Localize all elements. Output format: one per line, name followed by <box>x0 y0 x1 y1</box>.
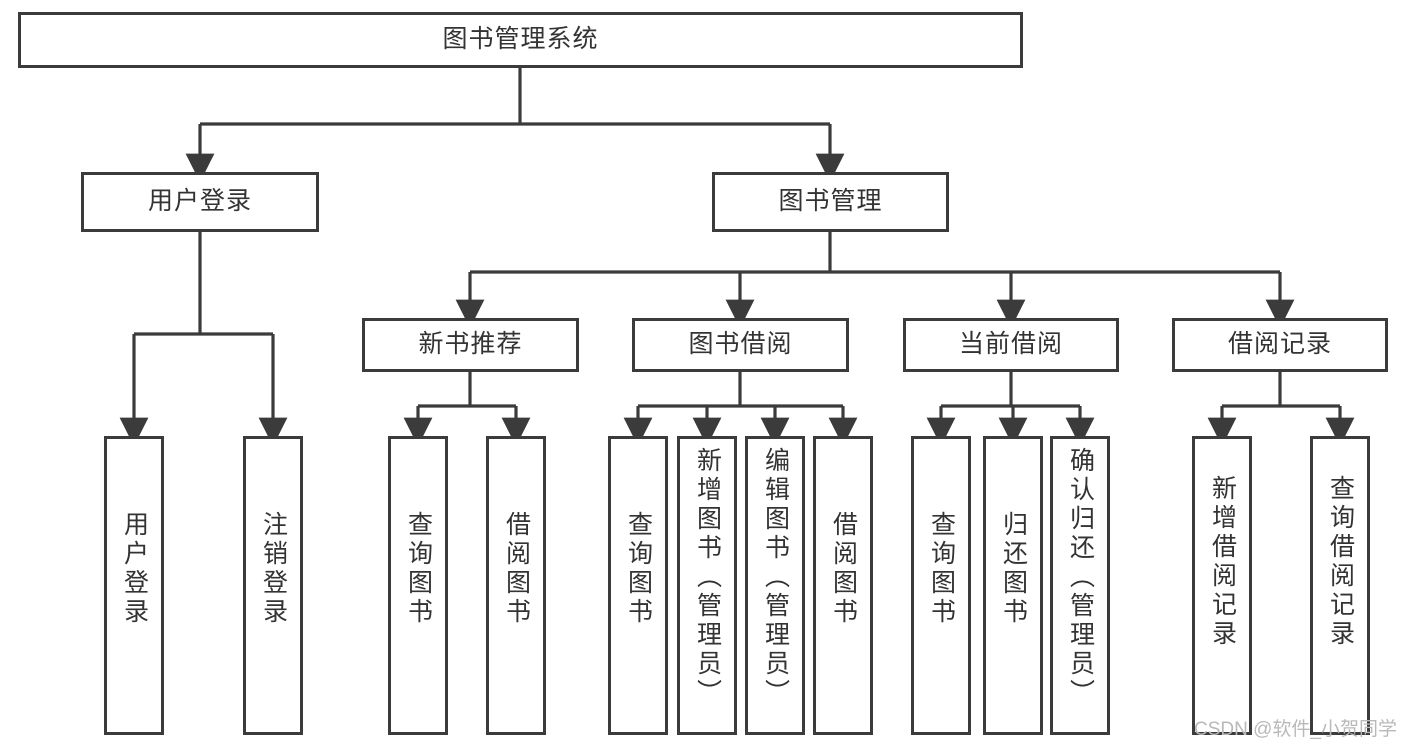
node-book-borrow[interactable]: 图书借阅 <box>632 318 849 372</box>
node-leaf-confirm-return-admin-label: 确认归还（管理员） <box>1066 447 1095 708</box>
node-leaf-edit-book-admin-label: 编辑图书（管理员） <box>761 447 790 708</box>
node-current-borrow[interactable]: 当前借阅 <box>903 318 1119 372</box>
node-leaf-query-books-recommend-label: 查询图书 <box>404 511 433 627</box>
node-leaf-query-books-borrow[interactable]: 查询图书 <box>608 436 668 735</box>
node-leaf-add-borrow-record[interactable]: 新增借阅记录 <box>1192 436 1252 735</box>
node-leaf-confirm-return-admin[interactable]: 确认归还（管理员） <box>1050 436 1110 735</box>
node-leaf-borrow-book[interactable]: 借阅图书 <box>813 436 873 735</box>
node-borrow-records[interactable]: 借阅记录 <box>1172 318 1388 372</box>
node-leaf-query-books-borrow-label: 查询图书 <box>624 511 653 627</box>
node-leaf-query-books-recommend[interactable]: 查询图书 <box>388 436 448 735</box>
node-leaf-logout[interactable]: 注销登录 <box>243 436 303 735</box>
node-book-borrow-label: 图书借阅 <box>688 330 793 359</box>
node-book-management[interactable]: 图书管理 <box>712 172 949 232</box>
node-root[interactable]: 图书管理系统 <box>18 12 1023 68</box>
node-root-label: 图书管理系统 <box>442 25 599 54</box>
node-leaf-add-book-admin-label: 新增图书（管理员） <box>693 447 722 708</box>
node-new-book-recommend-label: 新书推荐 <box>418 330 523 359</box>
node-user-login-label: 用户登录 <box>147 187 252 216</box>
node-leaf-query-borrow-record[interactable]: 查询借阅记录 <box>1310 436 1370 735</box>
node-leaf-borrow-books-recommend[interactable]: 借阅图书 <box>486 436 546 735</box>
node-leaf-borrow-books-recommend-label: 借阅图书 <box>502 511 531 627</box>
node-leaf-add-borrow-record-label: 新增借阅记录 <box>1208 475 1237 649</box>
node-current-borrow-label: 当前借阅 <box>958 330 1063 359</box>
node-leaf-query-books-current[interactable]: 查询图书 <box>911 436 971 735</box>
node-leaf-add-book-admin[interactable]: 新增图书（管理员） <box>677 436 737 735</box>
node-leaf-query-borrow-record-label: 查询借阅记录 <box>1326 475 1355 649</box>
node-borrow-records-label: 借阅记录 <box>1227 330 1332 359</box>
node-leaf-logout-label: 注销登录 <box>259 511 288 627</box>
node-leaf-return-book-label: 归还图书 <box>999 511 1028 627</box>
node-leaf-borrow-book-label: 借阅图书 <box>829 511 858 627</box>
node-new-book-recommend[interactable]: 新书推荐 <box>362 318 579 372</box>
node-leaf-return-book[interactable]: 归还图书 <box>983 436 1043 735</box>
node-book-management-label: 图书管理 <box>778 187 883 216</box>
csdn-watermark: CSDN @软件_小贺同学 <box>1194 719 1397 740</box>
node-leaf-user-login[interactable]: 用户登录 <box>104 436 164 735</box>
node-user-login[interactable]: 用户登录 <box>81 172 319 232</box>
node-leaf-query-books-current-label: 查询图书 <box>927 511 956 627</box>
node-leaf-user-login-label: 用户登录 <box>120 511 149 627</box>
node-leaf-edit-book-admin[interactable]: 编辑图书（管理员） <box>745 436 805 735</box>
